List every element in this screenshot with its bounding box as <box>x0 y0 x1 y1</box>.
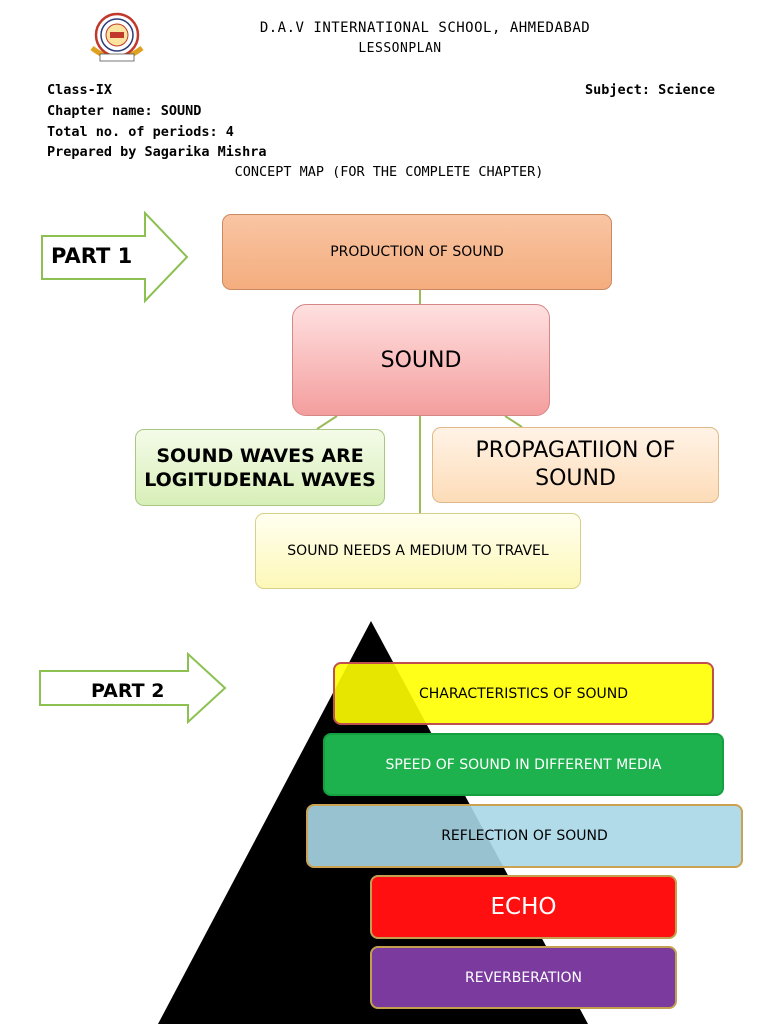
prepared-by: Prepared by Sagarika Mishra <box>47 144 267 160</box>
subject-label: Subject: Science <box>585 82 716 98</box>
characteristics-of-sound-box: CHARACTERISTICS OF SOUND <box>333 662 714 725</box>
concept-map-title: CONCEPT MAP (FOR THE COMPLETE CHAPTER) <box>234 164 544 180</box>
propagation-of-sound-box: PROPAGATIION OF SOUND <box>432 427 719 503</box>
document-type: LESSONPLAN <box>358 41 442 56</box>
part2-label: PART 2 <box>91 680 165 702</box>
part1-arrow <box>41 211 189 304</box>
reverberation-box: REVERBERATION <box>370 946 677 1009</box>
school-logo <box>90 12 144 62</box>
sound-central-box: SOUND <box>292 304 550 416</box>
part2-arrow <box>39 652 227 724</box>
longitudinal-waves-box: SOUND WAVES ARE LOGITUDENAL WAVES <box>135 429 385 506</box>
medium-to-travel-box: SOUND NEEDS A MEDIUM TO TRAVEL <box>255 513 581 589</box>
part1-label: PART 1 <box>51 244 133 268</box>
school-name: D.A.V INTERNATIONAL SCHOOL, AHMEDABAD <box>259 20 591 36</box>
echo-box: ECHO <box>370 875 677 939</box>
production-of-sound-box: PRODUCTION OF SOUND <box>222 214 612 290</box>
connector-lines <box>316 290 523 513</box>
total-periods: Total no. of periods: 4 <box>47 124 234 140</box>
reflection-of-sound-box: REFLECTION OF SOUND <box>306 804 743 868</box>
chapter-name: Chapter name: SOUND <box>47 103 202 119</box>
class-label: Class-IX <box>47 82 113 98</box>
speed-of-sound-box: SPEED OF SOUND IN DIFFERENT MEDIA <box>323 733 724 796</box>
